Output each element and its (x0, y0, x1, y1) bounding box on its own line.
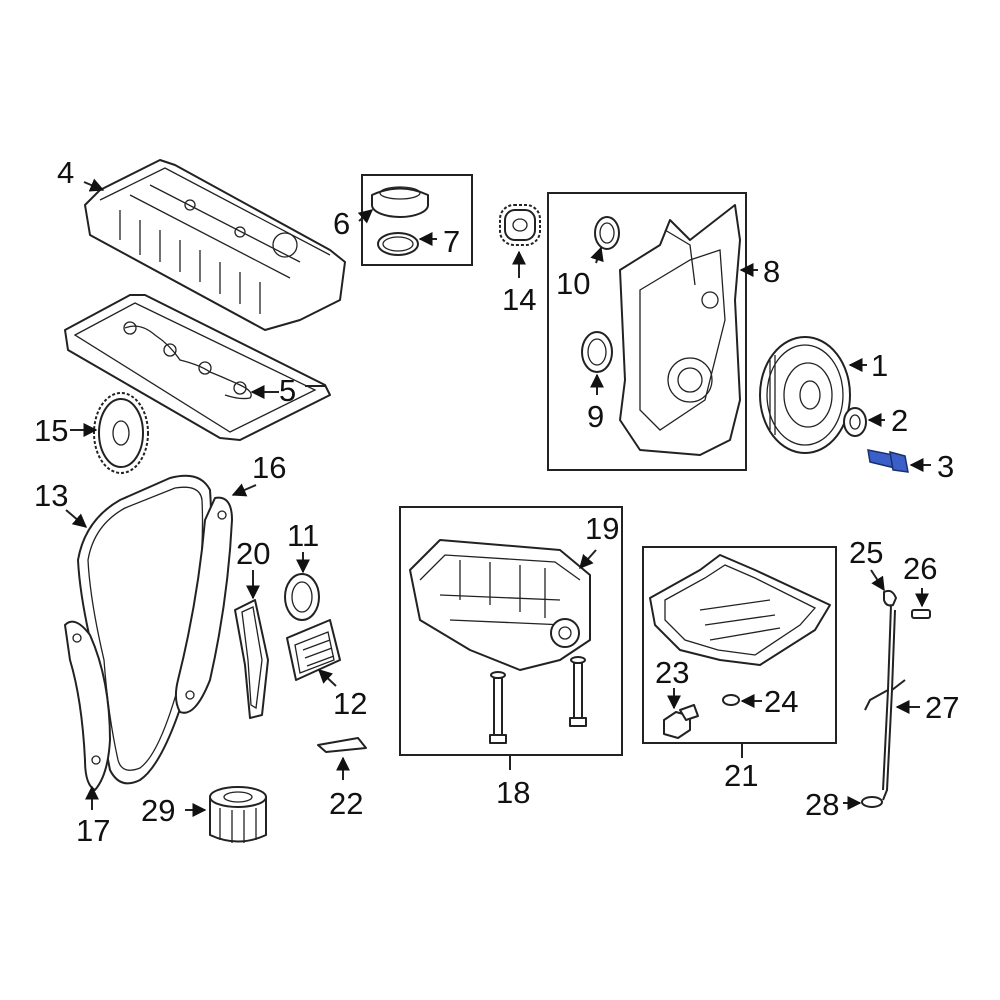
callout-7: 7 (443, 224, 461, 259)
callout-12: 12 (333, 686, 368, 721)
callout-1: 1 (871, 348, 889, 383)
callout-5: 5 (279, 373, 297, 408)
callout-13: 13 (34, 478, 69, 513)
balance-shaft-bolts[interactable] (489, 656, 587, 744)
pulley-washer[interactable] (843, 407, 867, 437)
callout-26: 26 (903, 551, 938, 586)
callout-29: 29 (141, 793, 176, 828)
crank-sprocket[interactable] (499, 204, 541, 246)
balance-shaft-module[interactable] (409, 539, 591, 671)
pulley-bolt[interactable] (867, 449, 909, 473)
callout-28: 28 (805, 787, 840, 822)
leader-arrows (65, 178, 931, 817)
crankshaft-front-seal[interactable] (581, 331, 613, 373)
callout-9: 9 (587, 399, 605, 434)
valve-cover-gasket[interactable] (64, 294, 331, 441)
callout-3: 3 (937, 449, 955, 484)
dipstick-clip[interactable] (911, 609, 931, 619)
callout-19: 19 (585, 511, 620, 546)
cam-sprocket[interactable] (93, 392, 149, 474)
callout-14: 14 (502, 282, 537, 317)
drain-plug-gasket[interactable] (722, 694, 740, 706)
callout-16: 16 (252, 450, 287, 485)
oil-pan[interactable] (649, 554, 831, 666)
callout-21: 21 (724, 758, 759, 793)
oil-pan-group-box (642, 546, 837, 744)
guide-bracket[interactable] (317, 737, 367, 753)
dipstick-o-ring[interactable] (861, 796, 883, 808)
callout-8: 8 (763, 254, 781, 289)
oil-filler-cap[interactable] (371, 186, 429, 218)
callout-24: 24 (764, 684, 799, 719)
callout-6: 6 (333, 206, 351, 241)
callout-23: 23 (655, 655, 690, 690)
oil-filter[interactable] (209, 786, 267, 843)
callout-10: 10 (556, 266, 591, 301)
oil-seal[interactable] (284, 573, 320, 621)
chain-tensioner[interactable] (286, 619, 341, 681)
callout-17: 17 (76, 813, 111, 848)
callout-20: 20 (236, 536, 271, 571)
callout-11: 11 (287, 518, 320, 553)
crankshaft-pulley[interactable] (759, 336, 851, 454)
callout-2: 2 (891, 403, 909, 438)
dipstick-tube[interactable] (864, 609, 906, 801)
timing-cover-group-box (547, 192, 747, 471)
callout-15: 15 (34, 413, 69, 448)
timing-cover[interactable] (619, 204, 741, 456)
drain-plug[interactable] (663, 704, 699, 739)
callout-4: 4 (57, 155, 75, 190)
callout-22: 22 (329, 786, 364, 821)
tensioner-gasket[interactable] (234, 599, 269, 719)
callout-18: 18 (496, 775, 531, 810)
callout-25: 25 (849, 535, 884, 570)
camshaft-seal[interactable] (594, 216, 620, 250)
oil-cap-seal[interactable] (377, 232, 419, 256)
valve-cover[interactable] (84, 159, 346, 331)
timing-chain-guide[interactable] (64, 620, 111, 791)
callout-27: 27 (925, 690, 960, 725)
chain-tensioner-arm[interactable] (174, 496, 233, 714)
